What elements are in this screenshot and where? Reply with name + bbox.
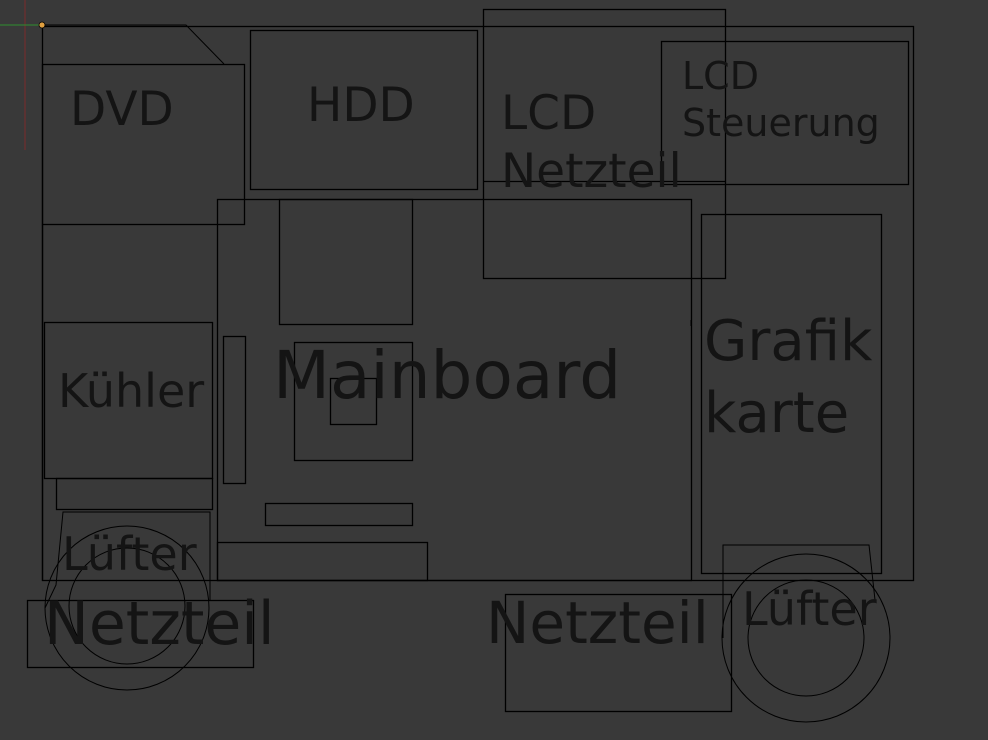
label-lcd-netzteil-1[interactable]: LCD xyxy=(501,86,597,141)
io-panel-shape[interactable] xyxy=(216,541,429,582)
label-dvd[interactable]: DVD xyxy=(70,82,174,137)
label-mainboard[interactable]: Mainboard xyxy=(273,337,622,414)
origin-point-icon[interactable] xyxy=(38,21,46,29)
kuehler-base-shape[interactable] xyxy=(55,477,214,511)
fan-right-outer-shape[interactable] xyxy=(721,553,891,723)
label-grafik-2[interactable]: karte xyxy=(704,381,850,446)
pci-slot-shape[interactable] xyxy=(264,502,414,527)
mainboard-chip-top-shape[interactable] xyxy=(278,198,414,326)
label-lcd-steuerung-1[interactable]: LCD xyxy=(682,54,759,98)
label-netzteil-right[interactable]: Netzteil xyxy=(486,589,709,657)
dvd-bevel-shape[interactable] xyxy=(42,24,225,65)
label-luefter-right[interactable]: Lüfter xyxy=(742,582,877,636)
netzteil-left-shape[interactable] xyxy=(26,599,255,669)
fan-right-inner-shape[interactable] xyxy=(747,579,865,697)
label-lcd-netzteil-2[interactable]: Netzteil xyxy=(501,144,682,199)
fan-right-shroud-shape[interactable] xyxy=(722,544,876,638)
label-grafik-1[interactable]: Grafik xyxy=(704,309,873,374)
label-lcd-steuerung-2[interactable]: Steuerung xyxy=(682,101,880,145)
hdd-shape[interactable] xyxy=(249,29,479,191)
netzteil-right-shape[interactable] xyxy=(504,593,733,713)
fan-left-inner-shape[interactable] xyxy=(68,547,186,665)
cpu-socket-shape[interactable] xyxy=(293,341,414,462)
label-netzteil-left[interactable]: Netzteil xyxy=(44,589,275,659)
label-hdd[interactable]: HDD xyxy=(307,78,415,133)
grafikkarte-shape[interactable] xyxy=(700,213,883,575)
ram-slot-shape[interactable] xyxy=(222,335,247,485)
lcd-steuerung-shape[interactable] xyxy=(660,40,910,186)
fan-left-shroud-shape[interactable] xyxy=(44,511,211,609)
mainboard-shape[interactable] xyxy=(216,198,693,582)
label-luefter-left[interactable]: Lüfter xyxy=(62,527,197,581)
cpu-core-shape[interactable] xyxy=(329,377,378,426)
lcd-netzteil-shape[interactable] xyxy=(482,8,727,280)
dvd-drive-shape[interactable] xyxy=(41,63,246,226)
label-kuehler[interactable]: Kühler xyxy=(58,364,205,418)
